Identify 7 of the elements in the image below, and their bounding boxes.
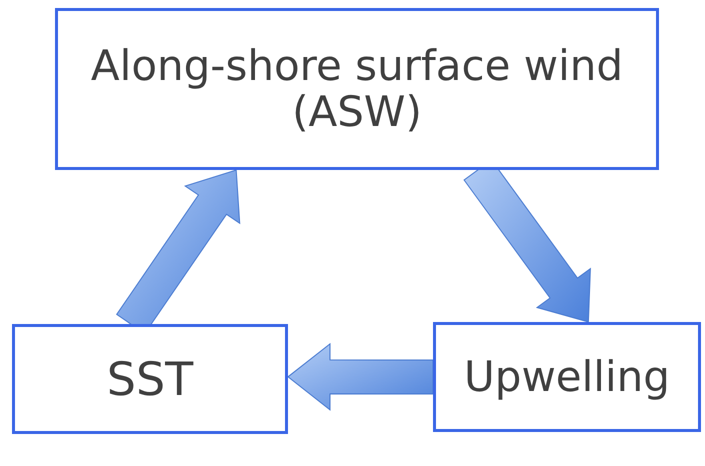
process-box [55,8,659,170]
process-box [433,322,701,432]
box-label: Upwelling [464,354,670,400]
block-arrow [287,342,434,411]
box-label: Along-shore surface wind (ASW) [90,42,624,136]
process-box [12,324,288,434]
box-label: SST [106,354,194,404]
